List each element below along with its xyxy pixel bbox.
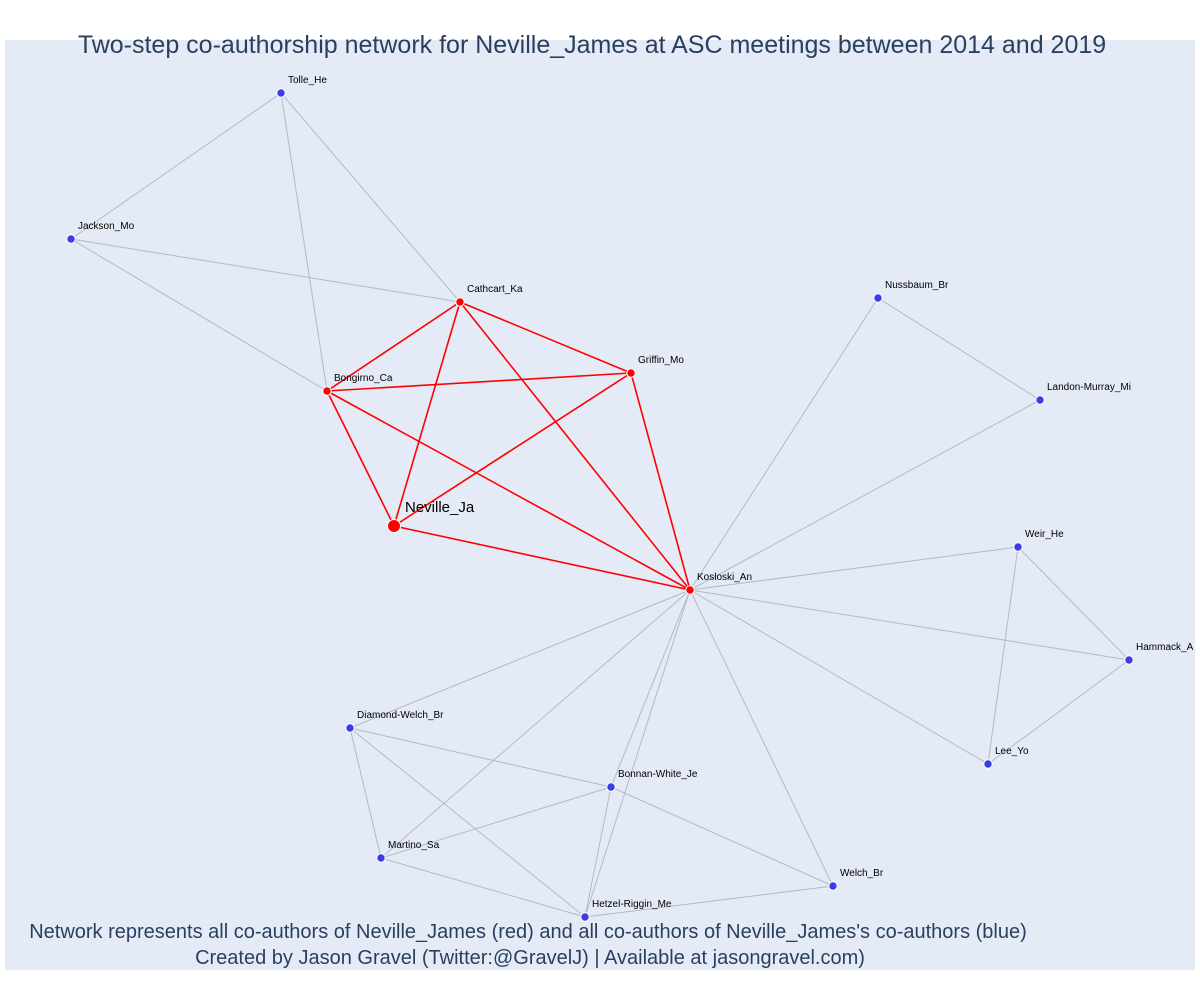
edge-Kosloski_An-Lee_Yo bbox=[689, 589, 989, 765]
node-label-Tolle_He: Tolle_He bbox=[288, 75, 327, 86]
edge-Kosloski_An-Hammack_A bbox=[689, 589, 1130, 661]
edge-Bongirno_Ca-Kosloski_An bbox=[326, 390, 691, 591]
node-label-Hammack_A: Hammack_A bbox=[1136, 642, 1194, 653]
label-layer: Neville_Ja Tolle_HeJackson_MoCathcart_KaG… bbox=[78, 75, 1194, 910]
node-Landon-Murray_Mi[interactable] bbox=[1035, 395, 1045, 405]
edge-Jackson_Mo-Cathcart_Ka bbox=[70, 238, 461, 303]
edge-Kosloski_An-Diamond-Welch_Br bbox=[349, 589, 691, 729]
edge-layer bbox=[70, 92, 1130, 918]
edge-Griffin_Mo-Kosloski_An bbox=[630, 372, 691, 591]
edge-Diamond-Welch_Br-Hetzel-Riggin_Me bbox=[349, 727, 586, 918]
node-Bonnan-White_Je[interactable] bbox=[606, 782, 616, 792]
edge-Tolle_He-Bongirno_Ca bbox=[280, 92, 328, 392]
edge-Cathcart_Ka-Kosloski_An bbox=[459, 301, 691, 591]
node-layer bbox=[66, 88, 1134, 922]
node-Cathcart_Ka[interactable] bbox=[455, 297, 465, 307]
node-label-Diamond-Welch_Br: Diamond-Welch_Br bbox=[357, 710, 444, 721]
node-Nussbaum_Br[interactable] bbox=[873, 293, 883, 303]
edge-Nussbaum_Br-Landon-Murray_Mi bbox=[877, 297, 1041, 401]
node-Tolle_He[interactable] bbox=[276, 88, 286, 98]
node-Martino_Sa[interactable] bbox=[376, 853, 386, 863]
edge-Kosloski_An-Weir_He bbox=[689, 546, 1019, 591]
edge-Tolle_He-Cathcart_Ka bbox=[280, 92, 461, 303]
node-Lee_Yo[interactable] bbox=[983, 759, 993, 769]
edge-Neville_Ja-Cathcart_Ka bbox=[393, 301, 461, 527]
edge-Martino_Sa-Hetzel-Riggin_Me bbox=[380, 857, 586, 918]
node-label-Kosloski_An: Kosloski_An bbox=[697, 572, 752, 583]
node-label-Bongirno_Ca: Bongirno_Ca bbox=[334, 373, 393, 384]
edge-Kosloski_An-Hetzel-Riggin_Me bbox=[584, 589, 691, 918]
edge-Cathcart_Ka-Griffin_Mo bbox=[459, 301, 632, 374]
edge-Neville_Ja-Bongirno_Ca bbox=[326, 390, 395, 527]
node-label-Martino_Sa: Martino_Sa bbox=[388, 840, 440, 851]
node-Weir_He[interactable] bbox=[1013, 542, 1023, 552]
edge-Nussbaum_Br-Kosloski_An bbox=[689, 297, 879, 591]
node-label-Lee_Yo: Lee_Yo bbox=[995, 746, 1029, 757]
edge-Neville_Ja-Griffin_Mo bbox=[393, 372, 632, 527]
edge-Bongirno_Ca-Griffin_Mo bbox=[326, 372, 632, 392]
node-label-Landon-Murray_Mi: Landon-Murray_Mi bbox=[1047, 382, 1131, 393]
node-Diamond-Welch_Br[interactable] bbox=[345, 723, 355, 733]
edge-Hammack_A-Lee_Yo bbox=[987, 659, 1130, 765]
edge-Bonnan-White_Je-Welch_Br bbox=[610, 786, 834, 887]
node-label-Hetzel-Riggin_Me: Hetzel-Riggin_Me bbox=[592, 899, 672, 910]
edge-Martino_Sa-Bonnan-White_Je bbox=[380, 786, 612, 859]
node-label-Neville_Ja: Neville_Ja bbox=[405, 499, 475, 516]
edge-Weir_He-Lee_Yo bbox=[987, 546, 1019, 765]
plot-background bbox=[5, 40, 1195, 970]
edge-Kosloski_An-Bonnan-White_Je bbox=[610, 589, 691, 788]
node-Kosloski_An[interactable] bbox=[685, 585, 695, 595]
node-Welch_Br[interactable] bbox=[828, 881, 838, 891]
node-label-Welch_Br: Welch_Br bbox=[840, 868, 884, 879]
edge-Kosloski_An-Martino_Sa bbox=[380, 589, 691, 859]
caption-line-1: Network represents all co-authors of Nev… bbox=[29, 921, 1027, 943]
edge-Weir_He-Hammack_A bbox=[1017, 546, 1130, 661]
node-label-Nussbaum_Br: Nussbaum_Br bbox=[885, 280, 949, 291]
node-Griffin_Mo[interactable] bbox=[626, 368, 636, 378]
edge-Cathcart_Ka-Bongirno_Ca bbox=[326, 301, 461, 392]
node-Jackson_Mo[interactable] bbox=[66, 234, 76, 244]
node-Hammack_A[interactable] bbox=[1124, 655, 1134, 665]
node-Bongirno_Ca[interactable] bbox=[322, 386, 332, 396]
edge-Bonnan-White_Je-Hetzel-Riggin_Me bbox=[584, 786, 612, 918]
edge-Diamond-Welch_Br-Martino_Sa bbox=[349, 727, 382, 859]
edge-Neville_Ja-Kosloski_An bbox=[393, 525, 691, 591]
node-label-Jackson_Mo: Jackson_Mo bbox=[78, 221, 135, 232]
edge-Landon-Murray_Mi-Kosloski_An bbox=[689, 399, 1041, 591]
caption-line-2: Created by Jason Gravel (Twitter:@Gravel… bbox=[195, 947, 865, 969]
edge-Tolle_He-Jackson_Mo bbox=[70, 92, 282, 240]
edge-Diamond-Welch_Br-Bonnan-White_Je bbox=[349, 727, 612, 788]
node-label-Griffin_Mo: Griffin_Mo bbox=[638, 355, 684, 366]
edge-Kosloski_An-Welch_Br bbox=[689, 589, 834, 887]
node-label-Weir_He: Weir_He bbox=[1025, 529, 1064, 540]
edge-Hetzel-Riggin_Me-Welch_Br bbox=[584, 885, 834, 918]
edge-Jackson_Mo-Bongirno_Ca bbox=[70, 238, 328, 392]
node-Neville_Ja[interactable] bbox=[387, 519, 401, 533]
node-label-Bonnan-White_Je: Bonnan-White_Je bbox=[618, 769, 698, 780]
node-Hetzel-Riggin_Me[interactable] bbox=[580, 912, 590, 922]
node-label-Cathcart_Ka: Cathcart_Ka bbox=[467, 284, 523, 295]
chart-title: Two-step co-authorship network for Nevil… bbox=[78, 31, 1106, 59]
